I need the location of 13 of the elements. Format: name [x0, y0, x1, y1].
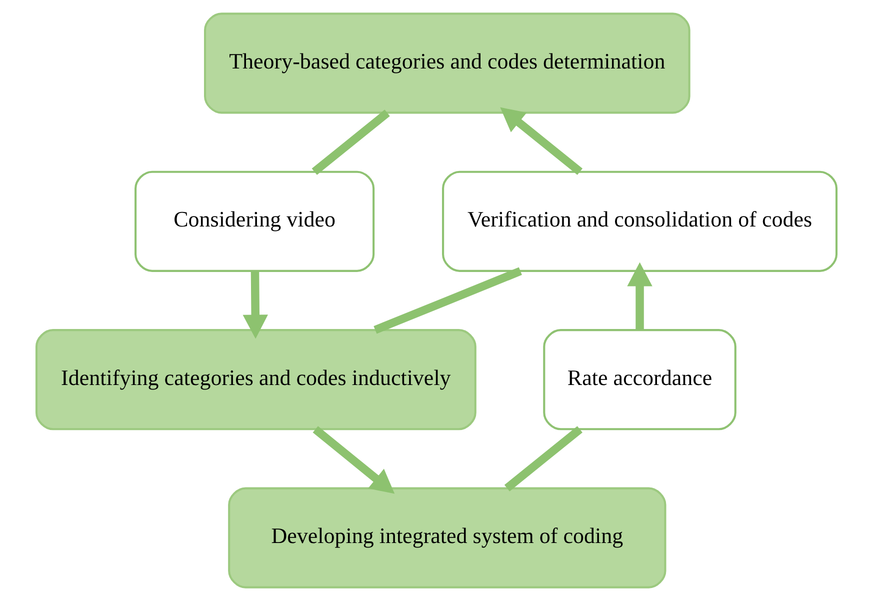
connector — [374, 267, 522, 334]
node-box: Identifying categories and codes inductively — [35, 329, 476, 430]
arrow — [312, 426, 395, 494]
arrow — [627, 262, 652, 330]
arrow — [242, 271, 268, 339]
node-box: Theory-based categories and codes determination — [204, 12, 690, 114]
connector — [312, 110, 390, 175]
node-box: Verification and consolidation of codes — [442, 170, 838, 272]
connector — [504, 426, 582, 492]
node-box: Developing integrated system of coding — [228, 487, 666, 588]
node-box: Considering video — [134, 170, 375, 272]
node-box: Rate accordance — [543, 329, 736, 430]
arrow — [500, 107, 583, 175]
